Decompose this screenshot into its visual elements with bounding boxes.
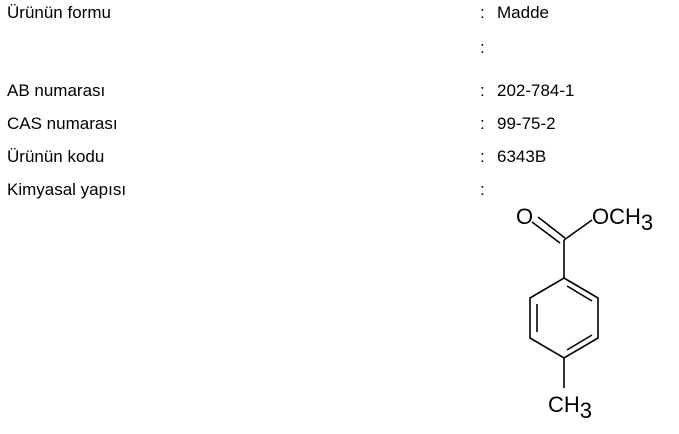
row-empty: :	[0, 35, 679, 61]
ester-group-text: OCH	[592, 204, 641, 229]
methyl-group-text: CH	[548, 392, 580, 417]
chemical-structure-drawing: O OCH3 CH3	[516, 204, 653, 423]
carbonyl-oxygen-label: O	[516, 204, 533, 229]
ester-bond-line	[563, 219, 593, 241]
label-chemical-structure: Kimyasal yapısı	[7, 180, 127, 199]
row-ec-number: AB numarası : 202-784-1	[0, 78, 679, 104]
row-product-code: Ürünün kodu : 6343B	[0, 144, 679, 170]
methyl-group-label: CH3	[548, 392, 592, 423]
colon-separator: :	[480, 81, 485, 100]
ester-group-label: OCH3	[592, 204, 653, 235]
label-cas-number: CAS numarası	[7, 114, 118, 133]
colon-separator: :	[480, 3, 485, 22]
colon-separator: :	[480, 38, 485, 57]
label-product-code: Ürünün kodu	[7, 147, 105, 166]
ring-double-bond	[566, 285, 593, 302]
value-product-form: Madde	[497, 3, 549, 22]
row-product-form: Ürünün formu : Madde	[0, 0, 679, 26]
label-product-form: Ürünün formu	[7, 3, 111, 22]
carbonyl-bond-line	[531, 221, 561, 244]
value-product-code: 6343B	[497, 147, 547, 166]
colon-separator: :	[480, 180, 485, 199]
ring-double-bond	[566, 334, 593, 351]
row-cas-number: CAS numarası : 99-75-2	[0, 111, 679, 137]
benzene-ring	[529, 277, 599, 359]
carbonyl-bond-line	[537, 216, 566, 239]
colon-separator: :	[480, 114, 485, 133]
colon-separator: :	[480, 147, 485, 166]
value-cas-number: 99-75-2	[497, 114, 556, 133]
row-chemical-structure: Kimyasal yapısı :	[0, 177, 679, 203]
label-ec-number: AB numarası	[7, 81, 106, 100]
value-ec-number: 202-784-1	[497, 81, 575, 100]
methyl-subscript: 3	[580, 398, 592, 423]
ester-subscript: 3	[641, 210, 653, 235]
